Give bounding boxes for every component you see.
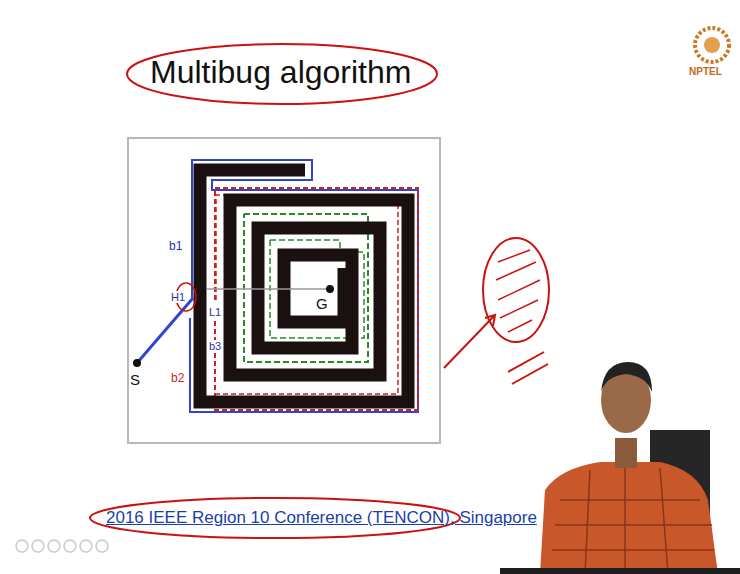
slide-title: Multibug algorithm (150, 55, 411, 90)
bug-label: b3 (208, 340, 222, 352)
m-line (207, 288, 330, 290)
start-label: S (130, 372, 140, 389)
bug-label: b1 (168, 240, 183, 253)
start-point (133, 359, 141, 367)
annotation-arrow (444, 315, 495, 368)
logo-mark (704, 37, 720, 53)
goal-label: G (316, 296, 328, 313)
hit-point-label: H1 (170, 291, 186, 303)
nav-icons (16, 540, 108, 552)
annotation-ellipse (127, 44, 437, 104)
presenter-photo (500, 362, 740, 574)
spiral-obstacle (200, 170, 408, 402)
goal-point (326, 285, 334, 293)
start-line (137, 298, 193, 363)
annotation-mark (508, 352, 548, 384)
logo-text: NPTEL (689, 66, 722, 77)
figure-frame (128, 138, 440, 443)
logo-mark (695, 28, 729, 62)
annotation-hatch (496, 250, 540, 332)
bug-label: b2 (170, 372, 185, 385)
bug-path (190, 160, 418, 412)
leave-point-label: L1 (208, 306, 222, 318)
reference-caption: 2016 IEEE Region 10 Conference (TENCON),… (106, 509, 537, 528)
annotation-circle (483, 238, 549, 342)
